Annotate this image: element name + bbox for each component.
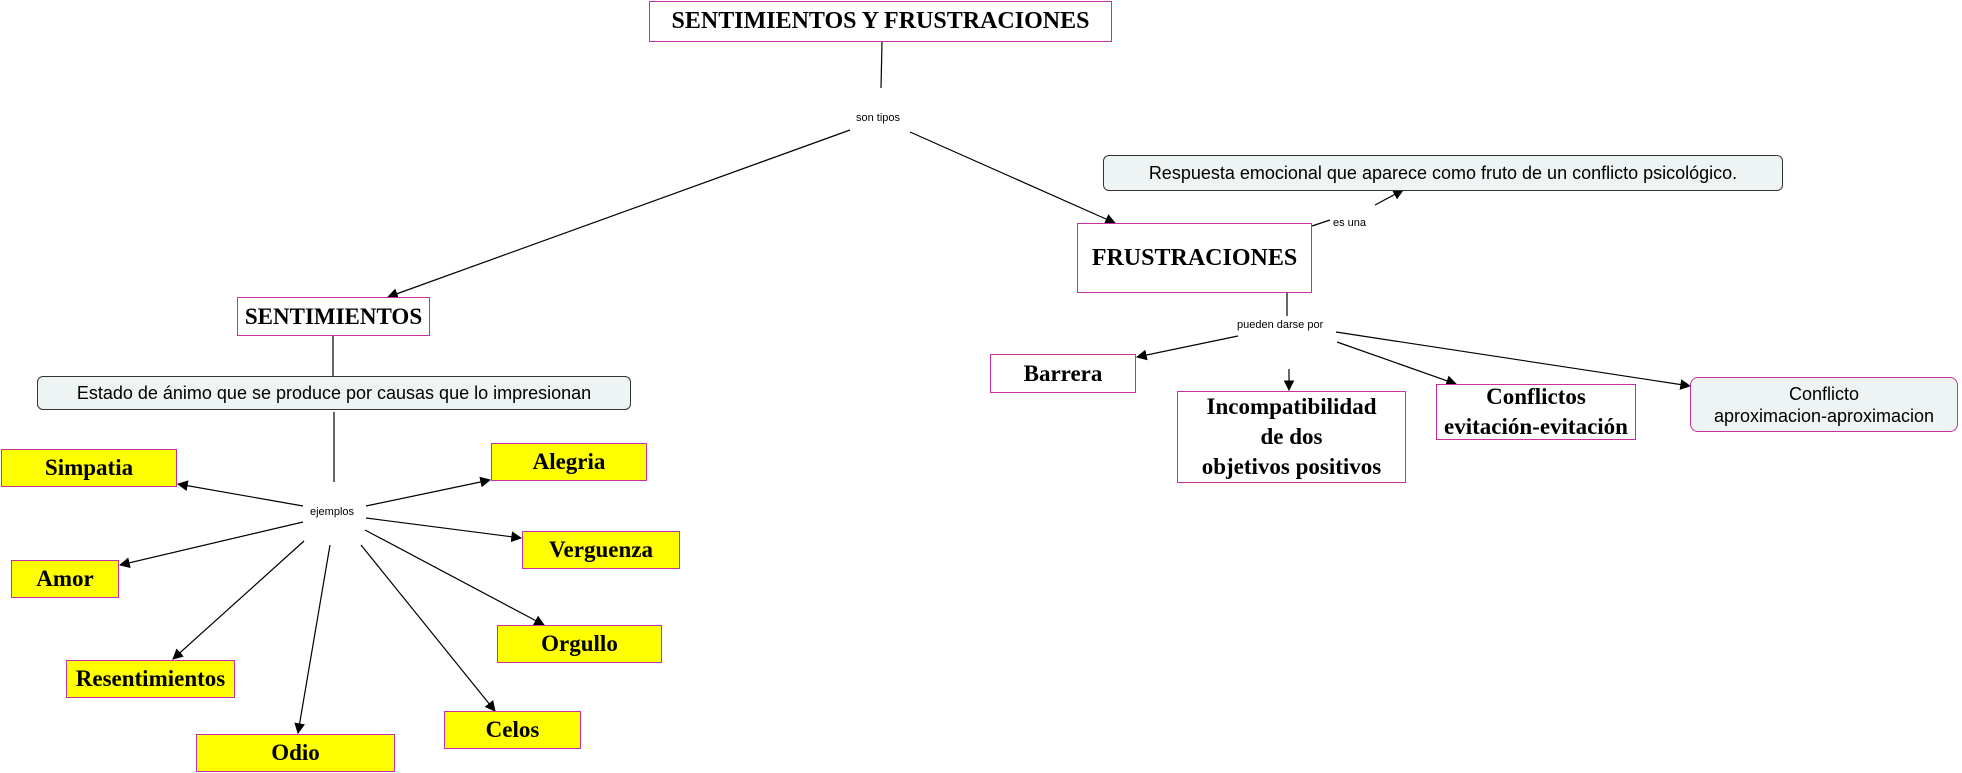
cause-conflicto-aproximacion-line-2: aproximacion-aproximacion <box>1713 405 1935 426</box>
frustraciones-definition: Respuesta emocional que aparece como fru… <box>1103 155 1783 191</box>
frustraciones-label: FRUSTRACIONES <box>1091 244 1298 271</box>
example-resentimientos-label: Resentimientos <box>75 666 226 691</box>
example-resentimientos: Resentimientos <box>66 660 235 698</box>
example-verguenza: Verguenza <box>522 531 680 569</box>
connector-puedendarse-evitacion <box>1336 341 1458 386</box>
connector-sontipos-frustraciones <box>909 131 1116 224</box>
link-ejemplos: ejemplos <box>310 506 355 518</box>
example-orgullo-label: Orgullo <box>541 631 618 656</box>
sentimientos-definition-text: Estado de ánimo que se produce por causa… <box>76 382 592 403</box>
cause-incompatibilidad-line-1: Incompatibilidad <box>1206 394 1377 419</box>
connector-ejemplos-odio <box>294 544 331 735</box>
example-verguenza-label: Verguenza <box>549 537 653 562</box>
link-son-tipos: son tipos <box>856 112 901 124</box>
connector-ejemplos-alegria <box>365 476 492 507</box>
frustraciones-node: FRUSTRACIONES <box>1077 223 1312 293</box>
root-concept: SENTIMIENTOS Y FRUSTRACIONES <box>649 1 1112 42</box>
connector-ejemplos-simpatia <box>176 480 304 507</box>
frustraciones-definition-text: Respuesta emocional que aparece como fru… <box>1148 162 1738 183</box>
link-es-una: es una <box>1333 217 1367 229</box>
cause-incompatibilidad-line-2: de dos <box>1260 424 1323 449</box>
sentimientos-node: SENTIMIENTOS <box>237 297 430 336</box>
example-orgullo: Orgullo <box>497 625 662 663</box>
connector-puedendarse-aproximacion <box>1335 331 1692 390</box>
example-odio-label: Odio <box>271 740 320 765</box>
connector-esuna-definition <box>1374 189 1404 206</box>
connector-frustraciones-esuna <box>1311 219 1331 227</box>
cause-barrera: Barrera <box>990 354 1136 393</box>
connector-ejemplos-resentimientos <box>172 540 305 660</box>
link-pueden-darse-por: pueden darse por <box>1237 319 1324 331</box>
example-alegria-label: Alegria <box>532 449 606 474</box>
connector-puedendarse-barrera <box>1135 335 1239 361</box>
cause-incompatibilidad-line-3: objetivos positivos <box>1201 454 1382 479</box>
example-celos-label: Celos <box>485 717 540 742</box>
example-odio: Odio <box>196 734 395 772</box>
cause-incompatibilidad: Incompatibilidad de dos objetivos positi… <box>1177 391 1406 483</box>
sentimientos-definition: Estado de ánimo que se produce por causa… <box>37 376 631 410</box>
cause-conflicto-aproximacion-line-1: Conflicto <box>1788 383 1860 404</box>
example-celos: Celos <box>444 711 581 749</box>
example-amor-label: Amor <box>36 566 94 591</box>
cause-conflicto-aproximacion: Conflicto aproximacion-aproximacion <box>1690 377 1958 432</box>
cause-conflictos-evitacion: Conflictos evitación-evitación <box>1436 384 1636 440</box>
cause-conflictos-evitacion-line-1: Conflictos <box>1486 384 1586 409</box>
example-amor: Amor <box>11 560 119 598</box>
connector-ejemplos-verguenza <box>365 517 523 543</box>
example-alegria: Alegria <box>491 443 647 481</box>
connector-ejemplos-amor <box>118 521 304 569</box>
connector-ejemplos-orgullo <box>364 529 545 626</box>
sentimientos-label: SENTIMIENTOS <box>244 303 423 329</box>
example-simpatia-label: Simpatia <box>44 455 134 480</box>
cause-conflictos-evitacion-line-2: evitación-evitación <box>1444 414 1628 439</box>
connector-sontipos-sentimientos <box>386 129 851 299</box>
connector-root-sontipos <box>880 41 883 89</box>
connector-ejemplos-celos <box>360 544 496 712</box>
example-simpatia: Simpatia <box>1 449 177 487</box>
root-concept-label: SENTIMIENTOS Y FRUSTRACIONES <box>671 8 1090 34</box>
cause-barrera-label: Barrera <box>1023 360 1103 386</box>
